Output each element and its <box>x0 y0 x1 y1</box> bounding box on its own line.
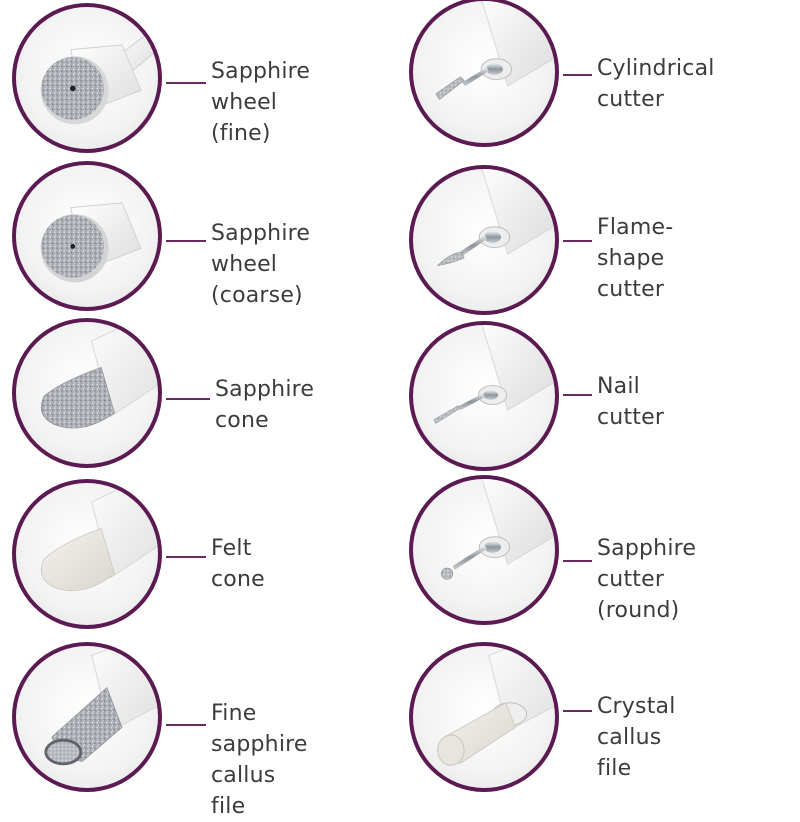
sapphire-wheel-fine-icon <box>12 3 162 153</box>
attachment-label: Fine sapphire callus file <box>211 701 308 819</box>
sapphire-cutter-round-icon <box>409 475 559 625</box>
leader-line <box>563 710 592 712</box>
attachment-label: Crystal callus file <box>597 694 676 781</box>
attachment-label: Nail cutter <box>597 374 665 430</box>
sapphire-cone-icon <box>12 318 162 468</box>
attachment-label: Felt cone <box>211 536 265 592</box>
attachment-label: Sapphire cone <box>215 377 315 433</box>
crystal-callus-file-icon <box>409 642 559 792</box>
flame-shape-cutter-icon <box>409 165 559 315</box>
leader-line <box>563 74 592 76</box>
leader-line <box>166 724 206 726</box>
sapphire-wheel-coarse-icon <box>12 161 162 311</box>
cylindrical-cutter-icon <box>409 0 559 147</box>
attachment-label: Flame-shape cutter <box>597 215 674 302</box>
fine-sapphire-callus-file-icon <box>12 642 162 792</box>
leader-line <box>563 560 592 562</box>
attachment-label: Sapphire wheel (fine) <box>211 59 311 146</box>
leader-line <box>563 394 592 396</box>
leader-line <box>166 556 206 558</box>
nail-cutter-icon <box>409 321 559 471</box>
leader-line <box>563 240 592 242</box>
attachment-label: Cylindrical cutter <box>597 56 715 112</box>
attachment-label: Sapphire cutter (round) <box>597 536 697 623</box>
attachment-label: Sapphire wheel (coarse) <box>211 221 311 308</box>
leader-line <box>166 82 206 84</box>
leader-line <box>166 398 210 400</box>
felt-cone-icon <box>12 479 162 629</box>
leader-line <box>166 240 206 242</box>
